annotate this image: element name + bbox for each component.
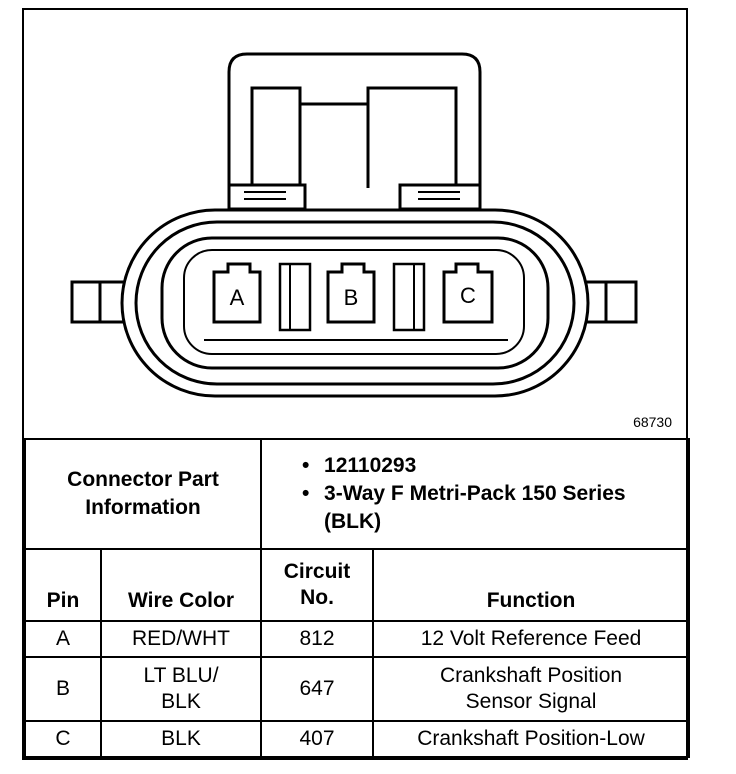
outer-shell xyxy=(120,208,590,398)
pin-label-b: B xyxy=(344,285,359,310)
middle-shell xyxy=(134,220,576,386)
connector-table: Connector Part Information 12110293 3-Wa… xyxy=(23,438,691,758)
separator-bc xyxy=(392,262,426,332)
tab-inner xyxy=(250,86,458,188)
table-row: C BLK 407 Crankshaft Position-Low xyxy=(24,720,691,758)
cavity-c xyxy=(442,262,494,324)
pin-header: Pin xyxy=(24,548,102,622)
circuit-cell: 647 xyxy=(260,656,375,722)
table-row: B LT BLU/ BLK 647 Crankshaft Position Se… xyxy=(24,656,691,722)
cavity-frame xyxy=(183,249,525,355)
connector-sheet: A B C 68730 Connector Part Information 1… xyxy=(22,8,691,760)
connector-info-label: Connector Part Information xyxy=(23,438,263,550)
circuit-cell: 407 xyxy=(260,720,375,758)
pin-label-c: C xyxy=(460,283,476,308)
tab-base-left xyxy=(227,183,307,211)
cavity-b xyxy=(326,262,376,324)
function-cell: Crankshaft Position Sensor Signal xyxy=(372,656,691,722)
connector-type: 3-Way F Metri-Pack 150 Series (BLK) xyxy=(302,480,688,536)
connector-part-number: 12110293 xyxy=(302,452,688,480)
tab-base-right xyxy=(398,183,482,211)
pin-cell: C xyxy=(24,720,102,758)
pin-cell: A xyxy=(24,620,102,658)
connector-info-row: Connector Part Information 12110293 3-Wa… xyxy=(23,438,691,550)
wire-color-text: LT BLU/ BLK xyxy=(143,664,219,713)
function-cell: 12 Volt Reference Feed xyxy=(372,620,691,658)
cavity-a xyxy=(212,262,262,324)
circuit-header-text: Circuit No. xyxy=(283,560,351,609)
wire-color-cell: RED/WHT xyxy=(99,620,263,658)
locking-tab xyxy=(227,52,482,188)
function-header: Function xyxy=(372,548,691,622)
circuit-cell: 812 xyxy=(260,620,375,658)
figure-number: 68730 xyxy=(633,414,672,430)
separator-ab xyxy=(278,262,312,332)
table-row: A RED/WHT 812 12 Volt Reference Feed xyxy=(24,620,691,658)
circuit-header: Circuit No. xyxy=(260,548,375,622)
wire-color-cell: LT BLU/ BLK xyxy=(99,656,263,722)
connector-drawing: A B C xyxy=(70,52,638,398)
inner-shell xyxy=(160,236,550,370)
pin-cell: B xyxy=(24,656,102,722)
wire-color-cell: BLK xyxy=(99,720,263,758)
function-cell: Crankshaft Position-Low xyxy=(372,720,691,758)
connector-info-list: 12110293 3-Way F Metri-Pack 150 Series (… xyxy=(260,438,691,550)
pin-label-a: A xyxy=(230,285,245,310)
function-text: Crankshaft Position Sensor Signal xyxy=(439,664,623,713)
wire-color-header: Wire Color xyxy=(99,548,263,622)
table-header-row: Pin Wire Color Circuit No. Function xyxy=(24,548,691,622)
